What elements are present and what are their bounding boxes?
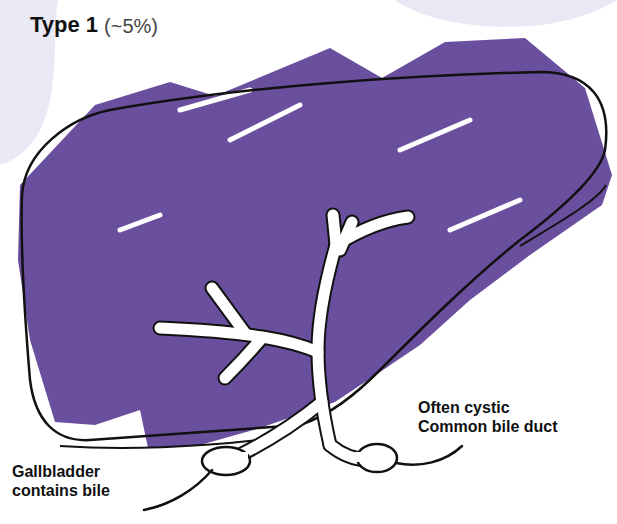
duct bbox=[240, 402, 322, 455]
scribble-gap bbox=[230, 105, 300, 140]
scribble-gap bbox=[400, 120, 470, 150]
duct bbox=[212, 288, 245, 333]
duct-outline bbox=[160, 215, 408, 460]
scribble-gap bbox=[180, 90, 250, 110]
duct-join bbox=[228, 452, 248, 460]
duct-join bbox=[355, 452, 369, 462]
duct-fill bbox=[160, 215, 408, 460]
duct bbox=[240, 402, 322, 455]
diagram-title: Type 1 bbox=[30, 12, 98, 38]
scribble-gap bbox=[120, 215, 160, 230]
duct bbox=[318, 245, 336, 445]
callout-label: Gallbladder contains bile bbox=[12, 462, 134, 500]
liver-outline bbox=[520, 185, 606, 246]
duct bbox=[225, 338, 262, 378]
leader-line bbox=[396, 446, 462, 465]
duct bbox=[333, 215, 336, 245]
purple-scribble bbox=[18, 38, 612, 448]
duct bbox=[340, 222, 352, 250]
callout-label: Often cystic Common bile duct bbox=[418, 398, 568, 436]
scribble-gaps bbox=[120, 90, 520, 230]
percentage-note: (~5%) bbox=[104, 14, 158, 38]
duct bbox=[333, 215, 336, 245]
gallbladder bbox=[202, 447, 250, 475]
scribble-gap bbox=[450, 200, 520, 230]
duct bbox=[225, 338, 262, 378]
duct bbox=[318, 245, 336, 445]
duct bbox=[340, 222, 352, 250]
background-blob bbox=[395, 0, 617, 27]
bile-duct-tree bbox=[160, 215, 408, 460]
leader-line bbox=[144, 470, 212, 510]
